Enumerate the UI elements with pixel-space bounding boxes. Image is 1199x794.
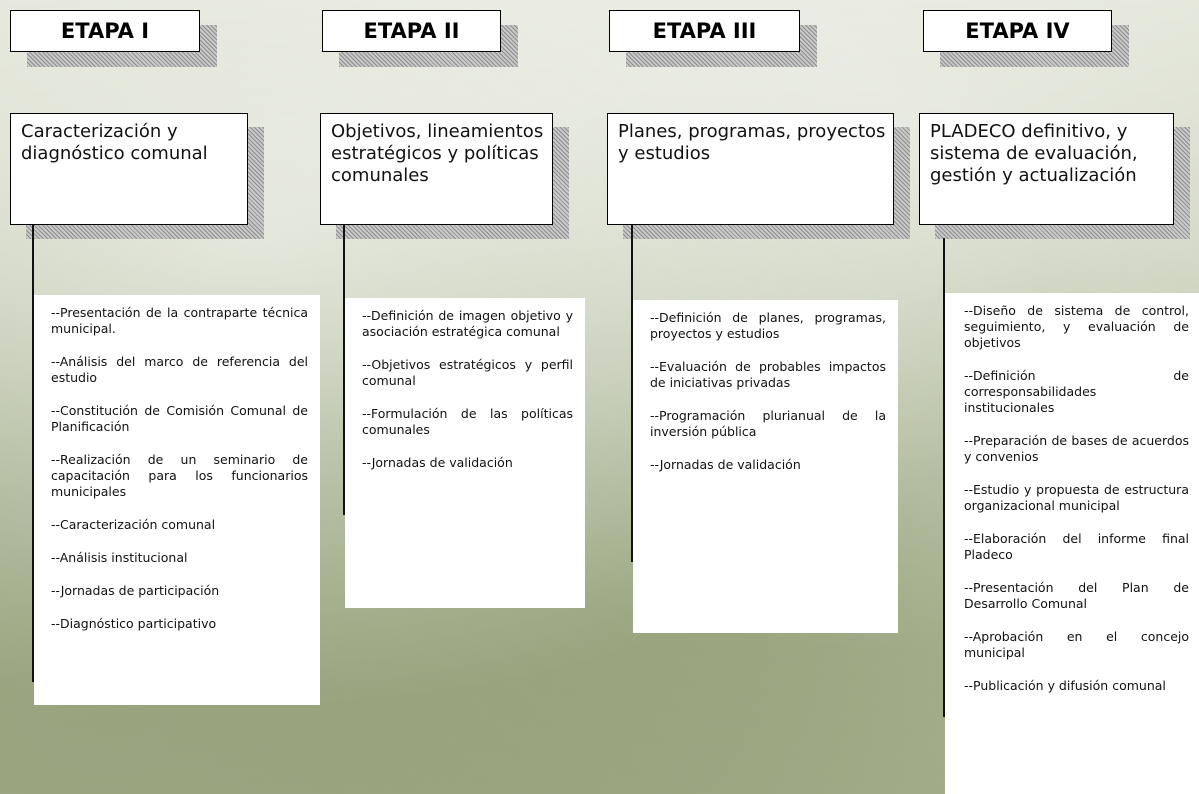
stage-4-task: --Presentación del Plan de Desarrollo Co… (964, 580, 1189, 611)
stage-2-title: ETAPA II (322, 10, 501, 52)
stage-4-tasks: --Diseño de sistema de control, seguimie… (945, 293, 1199, 794)
stage-4-heading: PLADECO definitivo, y sistema de evaluac… (919, 113, 1174, 225)
stage-1-tasks: --Presentación de la contraparte técnica… (34, 295, 320, 705)
stage-3-connector (631, 225, 633, 562)
stage-1-task: --Análisis del marco de referencia del e… (51, 354, 308, 385)
stage-1-task: --Jornadas de participación (51, 583, 220, 598)
stage-4-task: --Aprobación en el concejo municipal (964, 629, 1189, 660)
stage-1-task: --Análisis institucional (51, 550, 188, 565)
stage-4-task: --Elaboración del informe final Pladeco (964, 531, 1189, 562)
stage-1-task: --Caracterización comunal (51, 517, 216, 532)
stage-1-task: --Diagnóstico participativo (51, 616, 217, 631)
stage-3-heading: Planes, programas, proyectos y estudios (607, 113, 894, 225)
stage-3-task: --Evaluación de probables impactos de in… (650, 359, 886, 390)
stage-4-title: ETAPA IV (923, 10, 1112, 52)
stage-3-tasks: --Definición de planes, programas, proye… (633, 300, 898, 633)
stage-1-task: --Realización de un seminario de capacit… (51, 452, 308, 499)
stage-4-task: --Definición de corresponsabilidades ins… (964, 368, 1189, 415)
stage-2-task: --Formulación de las políticas comunales (362, 406, 573, 437)
stage-2-heading: Objetivos, lineamientos estratégicos y p… (320, 113, 553, 225)
stage-3-task: --Jornadas de validación (650, 457, 801, 472)
stage-3-task: --Programación plurianual de la inversió… (650, 408, 886, 439)
stage-2-task: --Objetivos estratégicos y perfil comuna… (362, 357, 573, 388)
stage-2-tasks: --Definición de imagen objetivo y asocia… (345, 298, 585, 608)
stage-1-task: --Presentación de la contraparte técnica… (51, 305, 308, 336)
stage-3-title: ETAPA III (609, 10, 800, 52)
stage-4-connector (943, 238, 945, 717)
stage-2-task: --Jornadas de validación (362, 455, 513, 470)
stage-1-connector (32, 225, 34, 682)
stage-4-task: --Estudio y propuesta de estructura orga… (964, 482, 1189, 513)
stage-4-task: --Publicación y difusión comunal (964, 678, 1166, 693)
stage-2-connector (343, 225, 345, 515)
stage-1-title: ETAPA I (10, 10, 200, 52)
stage-4-task: --Diseño de sistema de control, seguimie… (964, 303, 1189, 350)
stage-2-task: --Definición de imagen objetivo y asocia… (362, 308, 573, 339)
stage-1-heading: Caracterización y diagnóstico comunal (10, 113, 248, 225)
stage-4-task: --Preparación de bases de acuerdos y con… (964, 433, 1189, 464)
stage-3-task: --Definición de planes, programas, proye… (650, 310, 886, 341)
stage-1-task: --Constitución de Comisión Comunal de Pl… (51, 403, 308, 434)
